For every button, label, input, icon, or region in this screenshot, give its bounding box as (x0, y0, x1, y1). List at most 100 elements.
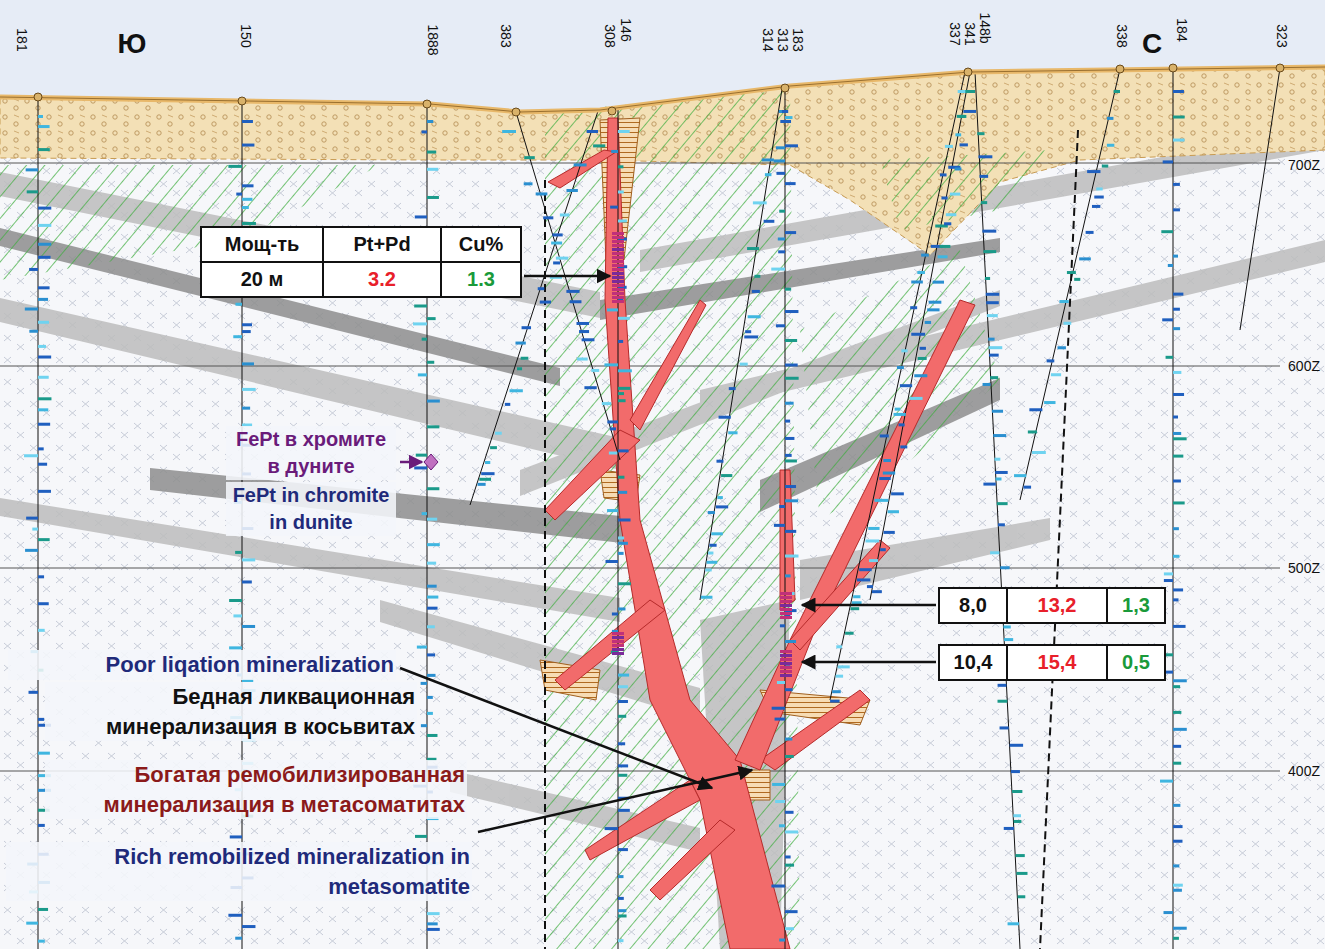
hole-collars (423, 100, 431, 108)
ground (0, 67, 1325, 949)
assay-tick (957, 115, 965, 118)
hole-number: 341 (963, 22, 977, 45)
elevation-lines (0, 163, 1280, 771)
assay-tick (242, 120, 253, 123)
assay-tick (780, 658, 792, 661)
assay-tick (607, 420, 618, 423)
assay-tick (618, 165, 623, 168)
assay-tick (1173, 889, 1182, 892)
assay-tick (524, 156, 535, 159)
assay-tick (780, 662, 792, 665)
assay-tick (780, 600, 792, 603)
table-cell: 10,4 (938, 644, 1008, 681)
assay-tick (587, 130, 598, 133)
assay-tick (427, 653, 435, 656)
assay-tick (778, 237, 785, 240)
assay-tick (553, 261, 560, 264)
assay-tick (540, 301, 551, 304)
assay-tick (1173, 598, 1178, 601)
assay-tick (780, 624, 785, 627)
assay-tick (1094, 196, 1103, 199)
assay-tick (1173, 371, 1181, 374)
assay-tick (495, 432, 502, 435)
assay-tick (779, 210, 785, 213)
assay-tick (609, 452, 617, 455)
assay-tick (990, 551, 999, 554)
drill-holes (700, 89, 782, 600)
assay-tick (785, 459, 797, 462)
assay-tick (1016, 872, 1027, 875)
assay-tick (776, 146, 785, 149)
assay-tick (945, 145, 953, 148)
assay-tick (1173, 479, 1181, 482)
assay-tick (242, 330, 251, 333)
assay-tick (1173, 937, 1179, 940)
assay-tick (1011, 770, 1020, 773)
assay-tick (236, 193, 242, 196)
assay-tick (986, 293, 1000, 296)
assay-tick (427, 543, 440, 546)
drill-holes (618, 110, 619, 949)
assay-tick (38, 408, 48, 411)
label-text: 600Z (1288, 358, 1320, 374)
assay-tick (618, 939, 623, 942)
assay-tick (26, 517, 38, 520)
assay-tick (776, 172, 785, 175)
assay-tick (785, 910, 798, 913)
assay-tick (1096, 187, 1102, 190)
assay-tick (38, 345, 46, 348)
assay-tick (728, 431, 737, 434)
hole-number: 383 (499, 24, 513, 47)
green-hatch-zones (545, 90, 800, 949)
direction-letter: Ю (118, 30, 147, 58)
drill-holes (1020, 69, 1120, 500)
assay-tick (1173, 455, 1183, 458)
assay-tick (29, 691, 38, 694)
assay-tick (785, 231, 796, 234)
assay-tick (888, 510, 899, 513)
hole-collars (512, 108, 520, 116)
hole-number: 308 (603, 24, 617, 47)
callout-text: FePt in chromite in dunite (226, 482, 396, 536)
assay-tick (921, 254, 929, 257)
assay-tick (780, 650, 792, 653)
label-text: 383 (498, 24, 514, 47)
assay-tick (780, 674, 792, 677)
assay-tick (242, 625, 255, 628)
assay-tick (938, 255, 948, 258)
assay-tick (416, 454, 427, 457)
assay-tick (983, 383, 991, 386)
hole-number: 337 (948, 22, 962, 45)
assay-tick (612, 636, 624, 639)
assay-tick (427, 425, 439, 428)
assay-tick (560, 213, 570, 216)
assay-tick (612, 268, 624, 271)
assay-tick (618, 909, 626, 912)
assay-tick (729, 387, 736, 390)
assay-tick (1067, 271, 1076, 274)
assay-tick (1010, 744, 1023, 747)
hole-number: 323 (1275, 24, 1289, 47)
assay-tick (1059, 300, 1068, 303)
assay-tick (235, 937, 242, 940)
assay-tick (764, 220, 775, 223)
assay-tick (618, 340, 623, 343)
assay-tick (917, 271, 925, 274)
assay-tick (785, 364, 798, 367)
surface-line (0, 67, 1325, 112)
assay-tick (570, 300, 582, 303)
assay-tick (582, 338, 595, 341)
assay-tick (765, 173, 772, 176)
assay-tick (427, 400, 440, 403)
assay-tick (1063, 322, 1071, 325)
assay-tick (490, 446, 497, 449)
assay-tick (1173, 711, 1181, 714)
assay-tick (618, 317, 630, 320)
assay-tick (780, 592, 792, 595)
assay-tick (895, 408, 901, 411)
assay-tick (785, 485, 796, 488)
assay-tick (883, 472, 895, 475)
assay-tick (1173, 90, 1184, 93)
assay-tick (1087, 170, 1100, 173)
assay-tick (38, 752, 50, 755)
